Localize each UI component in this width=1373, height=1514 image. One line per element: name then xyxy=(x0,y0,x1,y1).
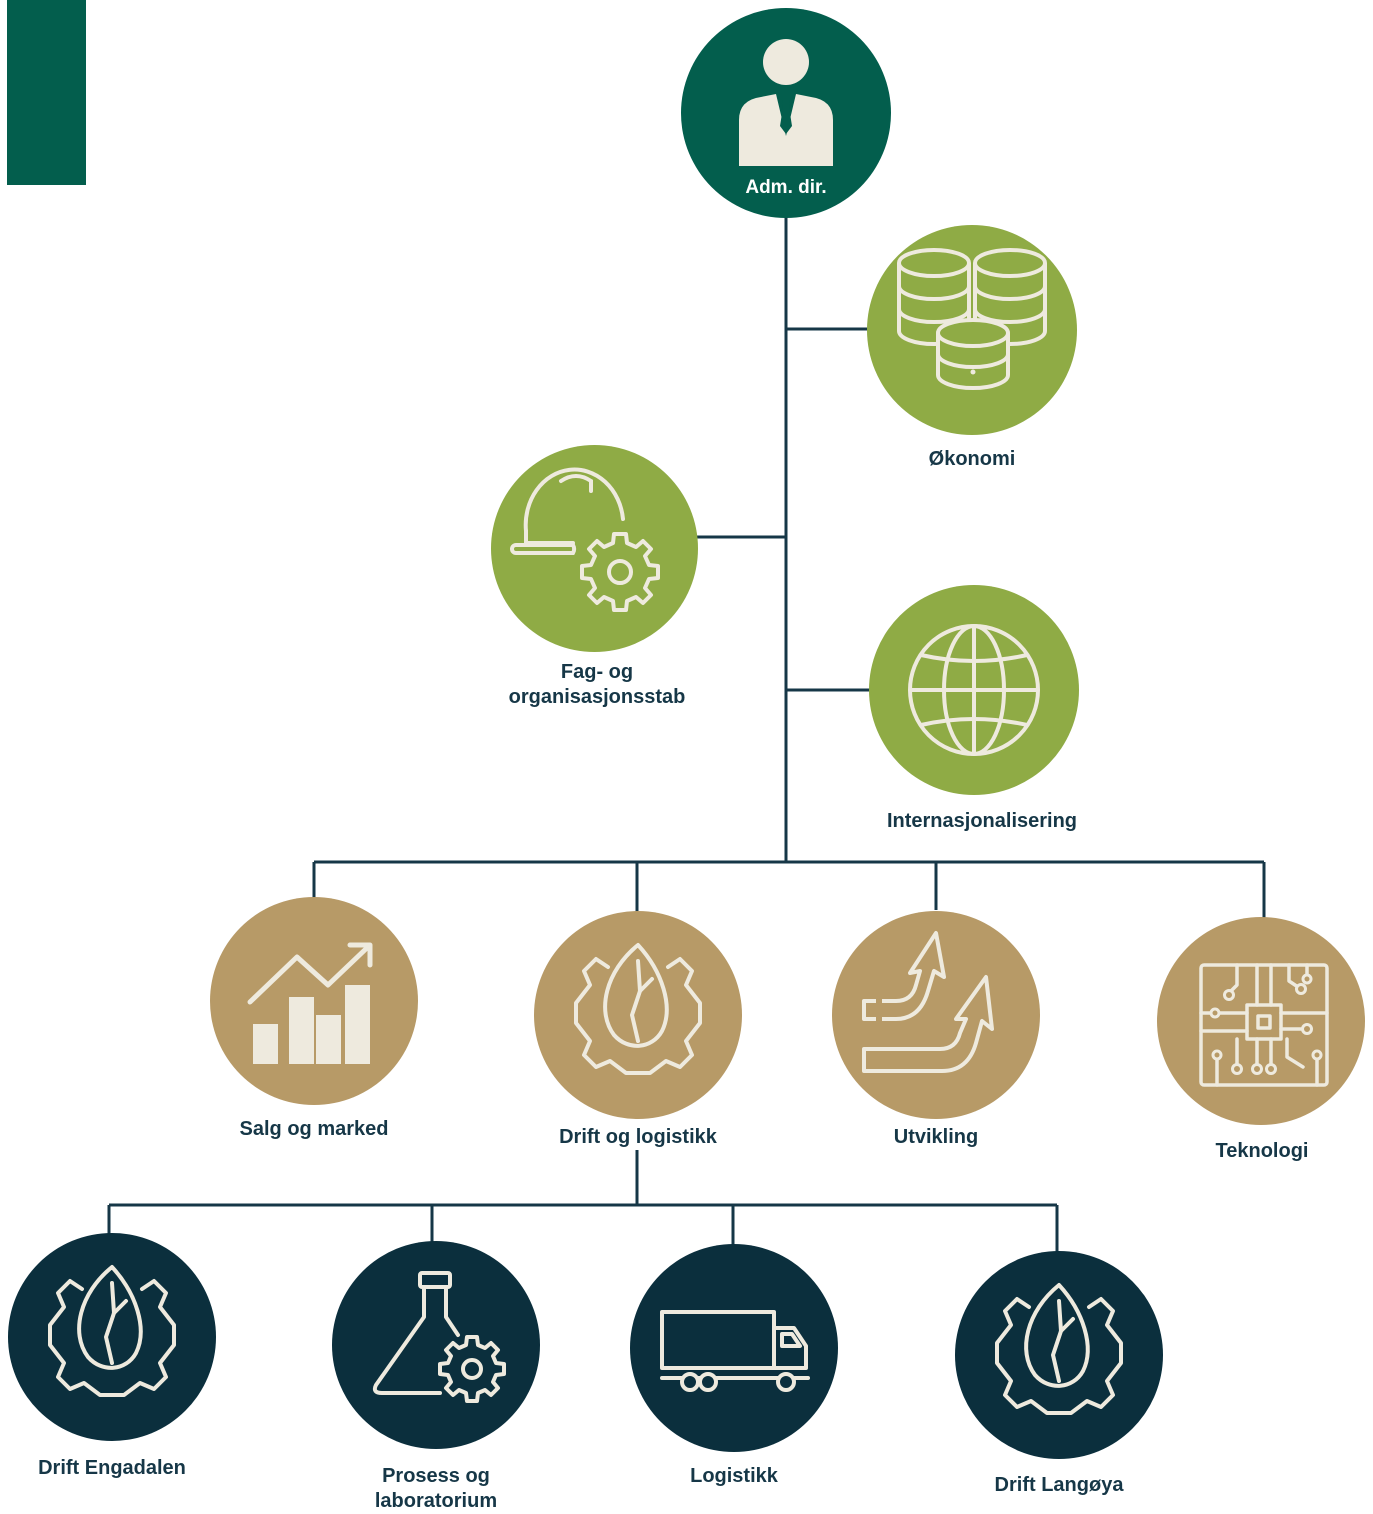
globe-icon xyxy=(908,624,1040,756)
leaf-gear-icon xyxy=(995,1283,1123,1415)
utvikling-node[interactable] xyxy=(832,911,1040,1119)
coin-stacks-icon xyxy=(897,248,1047,390)
drift-node[interactable] xyxy=(534,911,742,1119)
prosess-label-line-2: laboratorium xyxy=(374,1490,498,1512)
fag-label: Fag- og organisasjonsstab xyxy=(509,660,686,710)
corner-accent-block xyxy=(7,0,86,185)
circuit-chip-icon xyxy=(1199,963,1329,1087)
utvikling-label: Utvikling xyxy=(893,1126,979,1148)
teknologi-node[interactable] xyxy=(1157,917,1365,1125)
prosess-label: Prosess og laboratorium xyxy=(375,1464,497,1514)
logistikk-node[interactable] xyxy=(630,1244,838,1452)
gear-icon xyxy=(438,1335,506,1403)
businessman-icon xyxy=(739,39,833,166)
drift-label: Drift og logistikk xyxy=(559,1126,717,1148)
prosess-label-line-1: Prosess og xyxy=(382,1465,490,1487)
ceo-label: Adm. dir. xyxy=(745,177,827,198)
teknologi-label: Teknologi xyxy=(1215,1140,1309,1162)
flask-gear-icon xyxy=(372,1271,506,1403)
fag-label-line-2: organisasjonsstab xyxy=(508,686,686,708)
salg-node[interactable] xyxy=(210,897,418,1105)
truck-icon xyxy=(660,1310,810,1392)
growth-chart-icon xyxy=(247,942,373,1064)
langoya-node[interactable] xyxy=(955,1251,1163,1459)
prosess-node[interactable] xyxy=(332,1241,540,1449)
okonomi-label: Økonomi xyxy=(928,448,1016,470)
salg-label: Salg og marked xyxy=(239,1118,389,1140)
hardhat-gear-icon xyxy=(510,467,660,612)
fag-label-line-1: Fag- og xyxy=(560,661,634,683)
okonomi-node[interactable] xyxy=(867,225,1077,435)
langoya-label: Drift Langøya xyxy=(994,1474,1124,1496)
engadalen-node[interactable] xyxy=(8,1233,216,1441)
leaf-gear-icon xyxy=(48,1265,176,1397)
leaf-gear-icon xyxy=(574,943,702,1075)
internasjonalisering-node[interactable] xyxy=(869,585,1079,795)
rising-arrows-icon xyxy=(862,931,994,1073)
fag-node[interactable] xyxy=(491,445,698,652)
engadalen-label: Drift Engadalen xyxy=(38,1457,186,1479)
internasjonalisering-label: Internasjonalisering xyxy=(886,810,1078,832)
ceo-node[interactable]: Adm. dir. xyxy=(681,8,891,218)
gear-icon xyxy=(580,532,660,612)
logistikk-label: Logistikk xyxy=(690,1465,778,1487)
